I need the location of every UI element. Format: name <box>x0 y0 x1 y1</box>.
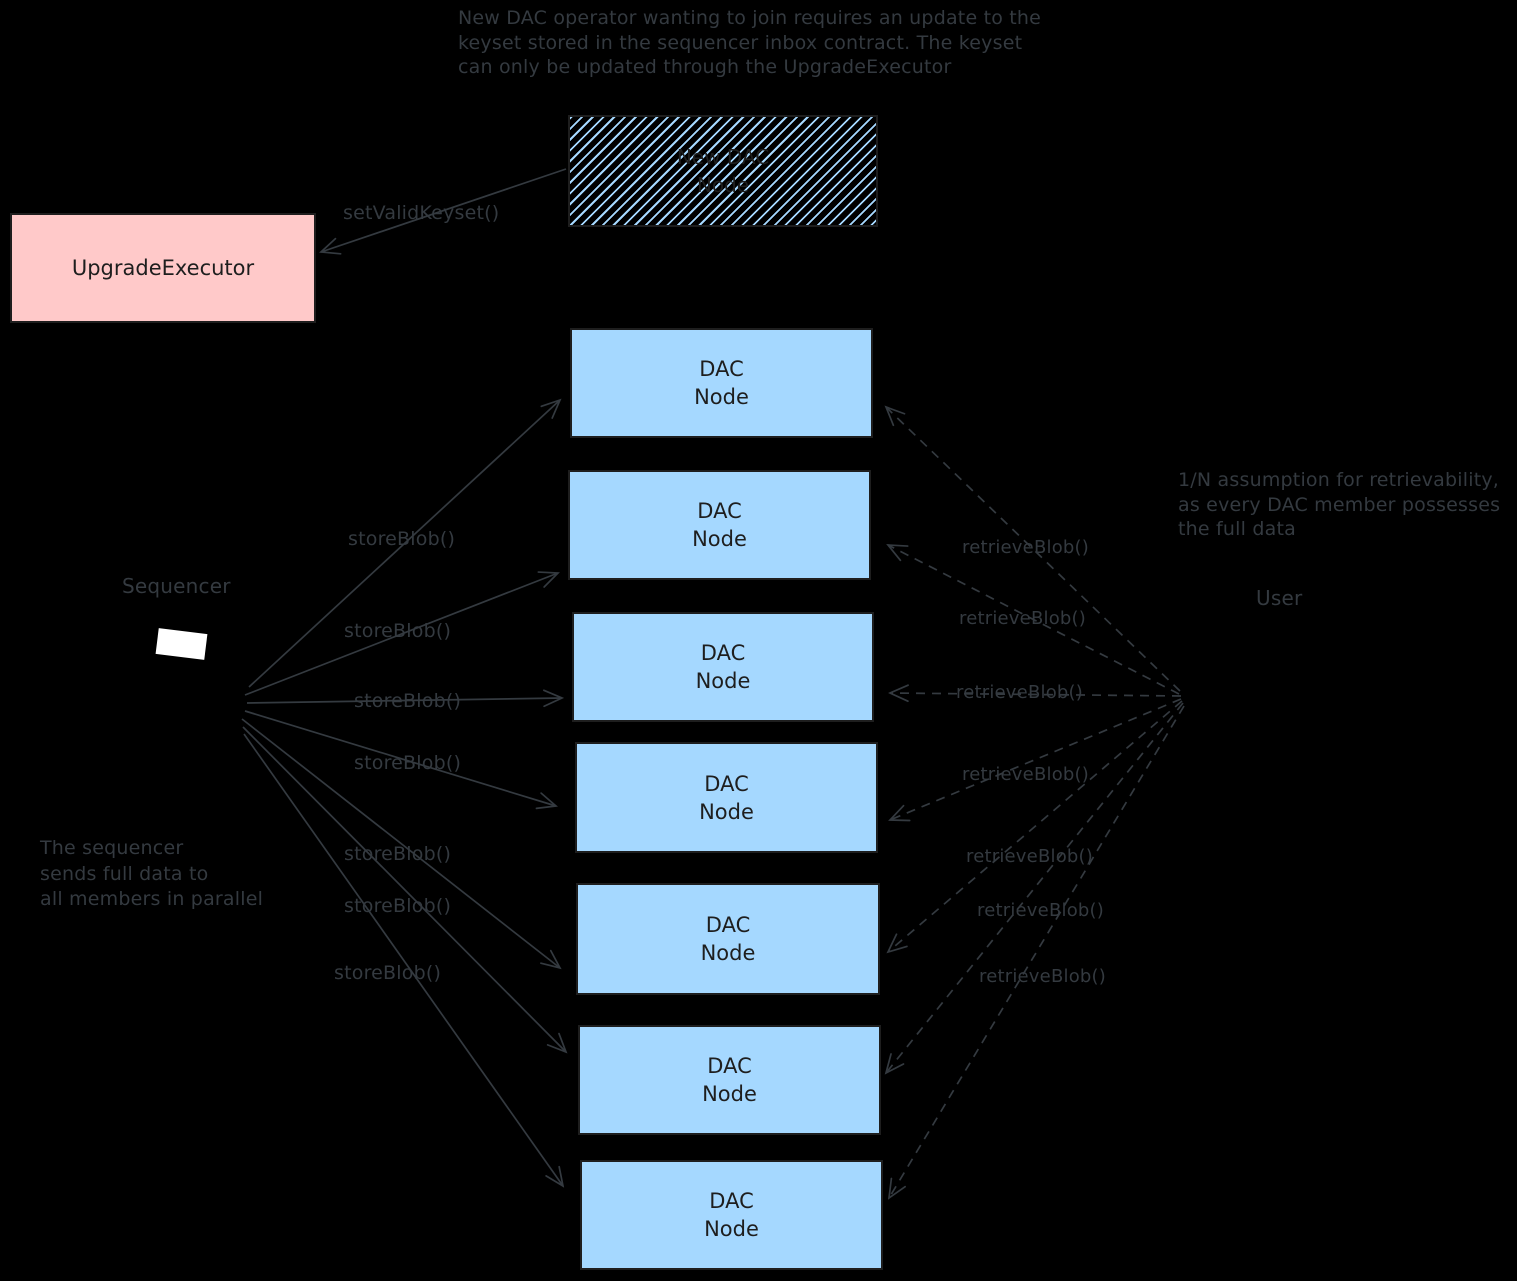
store-blob-arrow <box>244 710 556 806</box>
dac-node-label: DAC Node <box>695 641 751 693</box>
retrieve-blob-label: retrieveBlob() <box>979 966 1106 987</box>
retrievability-note: 1/N assumption for retrievability, as ev… <box>1178 469 1501 540</box>
retrieve-blob-label: retrieveBlob() <box>959 608 1086 629</box>
dac-node-box-6: DAC Node <box>578 1025 881 1135</box>
keyset-note: New DAC operator wanting to join require… <box>458 7 1042 78</box>
store-blob-arrow <box>244 573 558 696</box>
store-blob-arrow <box>243 733 563 1186</box>
store-blob-label: storeBlob() <box>344 843 452 865</box>
retrieve-blob-arrow <box>886 702 1184 1073</box>
retrieve-blob-label: retrieveBlob() <box>962 537 1089 558</box>
upgrade-executor-box: UpgradeExecutor <box>10 213 316 323</box>
retrieve-blob-arrow <box>890 693 1182 696</box>
dac-node-label: DAC Node <box>699 771 754 824</box>
set-valid-keyset-label: setValidKeyset() <box>343 202 500 224</box>
set-valid-keyset-arrow <box>321 168 567 252</box>
store-blob-arrow <box>242 726 566 1052</box>
dac-node-box-3: DAC Node <box>572 612 874 722</box>
store-blob-label: storeBlob() <box>354 752 462 774</box>
store-blob-label: storeBlob() <box>348 528 456 550</box>
dac-node-label: DAC Node <box>700 913 756 965</box>
user-label: User <box>1256 586 1303 610</box>
sequencer-label: Sequencer <box>122 574 231 598</box>
retrieve-blob-label: retrieveBlob() <box>977 900 1104 921</box>
parallel-note: The sequencer sends full data to all mem… <box>40 837 264 910</box>
store-blob-label: storeBlob() <box>344 895 452 917</box>
upgrade-executor-label: UpgradeExecutor <box>71 256 255 280</box>
dac-node-label: DAC Node <box>702 1054 757 1106</box>
retrieve-blob-label: retrieveBlob() <box>962 764 1089 785</box>
store-blob-label: storeBlob() <box>354 690 462 712</box>
retrieve-blob-arrow <box>886 407 1181 692</box>
dac-node-box-4: DAC Node <box>575 742 878 853</box>
dac-node-box-7: DAC Node <box>580 1160 883 1270</box>
dac-node-box-2: DAC Node <box>568 470 871 580</box>
store-blob-arrow <box>241 718 560 968</box>
store-blob-arrow <box>248 400 560 688</box>
retrieve-blob-arrow <box>888 700 1183 952</box>
dac-node-label: DAC Node <box>692 499 747 551</box>
dac-node-label: DAC Node <box>694 357 749 409</box>
store-blob-label: storeBlob() <box>334 962 442 984</box>
store-blob-arrow <box>246 698 562 703</box>
dac-node-box-1: DAC Node <box>570 328 873 438</box>
new-dac-node-box: New DAC Node <box>568 115 878 227</box>
retrieve-blob-arrow <box>890 698 1182 820</box>
dac-node-box-5: DAC Node <box>576 883 880 995</box>
new-dac-node-label: New DAC Node <box>676 145 770 197</box>
retrieve-blob-label: retrieveBlob() <box>966 846 1093 867</box>
retrieve-blob-label: retrieveBlob() <box>956 682 1083 703</box>
store-blob-label: storeBlob() <box>344 620 452 642</box>
retrieve-blob-arrow <box>888 545 1180 695</box>
dac-node-label: DAC Node <box>704 1189 759 1241</box>
